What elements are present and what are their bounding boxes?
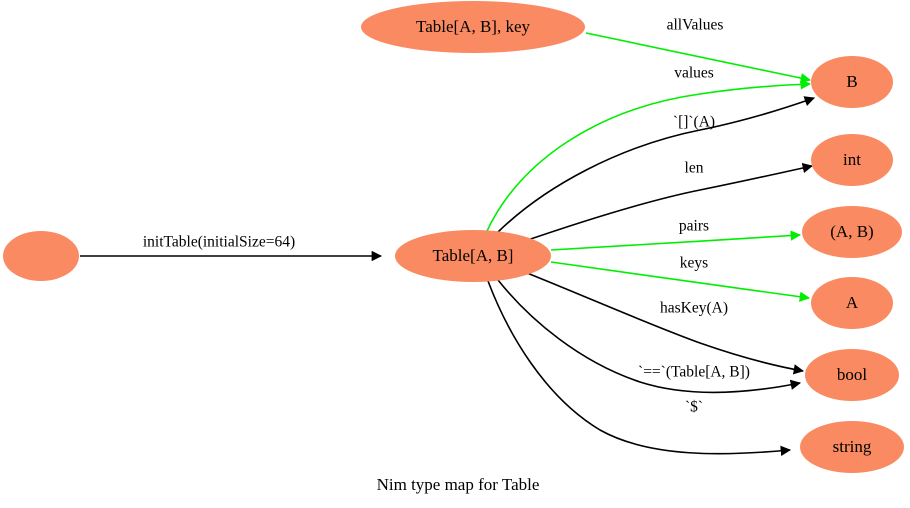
node-label-string: string <box>833 437 872 456</box>
node-shape-table[interactable] <box>395 230 551 282</box>
edge-hasKey <box>521 270 805 375</box>
node-shape-bool[interactable] <box>805 349 899 401</box>
node-B[interactable]: B <box>811 56 893 108</box>
node-bool[interactable]: bool <box>805 349 899 401</box>
edge-pairs <box>550 230 802 251</box>
edge-label-index: `[]`(A) <box>673 114 715 131</box>
node-label-table: Table[A, B] <box>433 246 514 265</box>
edges-layer <box>80 32 815 457</box>
edge-len <box>518 162 814 244</box>
node-label-B: B <box>846 72 857 91</box>
node-int[interactable]: int <box>811 134 893 186</box>
node-shape-B[interactable] <box>811 56 893 108</box>
node-shape-table_key[interactable] <box>361 1 585 53</box>
node-A[interactable]: A <box>811 277 893 329</box>
node-shape-pair_ab[interactable] <box>802 206 902 258</box>
node-label-A: A <box>846 293 859 312</box>
edge-label-len: len <box>685 160 704 177</box>
edge-label-allValues: allValues <box>667 17 724 34</box>
edge-label-keys: keys <box>680 255 708 272</box>
edge-label-pairs: pairs <box>679 218 709 235</box>
node-label-pair_ab: (A, B) <box>830 222 873 241</box>
diagram-caption: Nim type map for Table <box>377 475 540 494</box>
node-table_key[interactable]: Table[A, B], key <box>361 1 585 53</box>
node-table[interactable]: Table[A, B] <box>395 230 551 282</box>
edge-equals <box>497 279 802 394</box>
edge-label-values: values <box>674 65 714 82</box>
node-string[interactable]: string <box>800 421 904 473</box>
node-shape-source[interactable] <box>3 231 79 281</box>
node-pair_ab[interactable]: (A, B) <box>802 206 902 258</box>
node-label-int: int <box>843 150 861 169</box>
edge-label-dollar: `$` <box>685 399 703 416</box>
node-source[interactable] <box>3 231 79 281</box>
edge-allValues <box>585 32 812 84</box>
node-label-bool: bool <box>837 365 868 384</box>
edge-index <box>496 96 815 234</box>
edge-keys <box>550 261 811 302</box>
node-shape-A[interactable] <box>811 277 893 329</box>
edge-labels-layer: initTable(initialSize=64) allValues values… <box>143 17 750 416</box>
node-shape-string[interactable] <box>800 421 904 473</box>
edge-label-init: initTable(initialSize=64) <box>143 234 295 251</box>
node-label-table_key: Table[A, B], key <box>416 17 530 36</box>
edge-label-equals: `==`(Table[A, B]) <box>638 364 750 381</box>
edge-dollar <box>487 280 792 457</box>
node-shape-int[interactable] <box>811 134 893 186</box>
edge-label-hasKey: hasKey(A) <box>660 300 728 317</box>
edge-values <box>486 79 812 232</box>
